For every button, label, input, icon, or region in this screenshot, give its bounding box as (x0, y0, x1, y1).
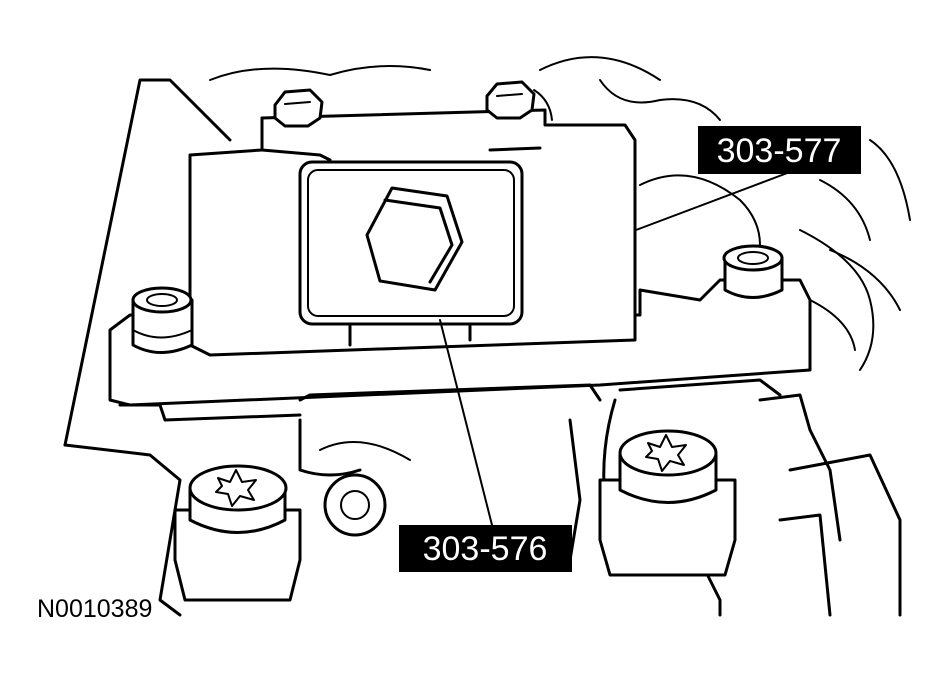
head-bolt-right (598, 429, 737, 577)
center-plug (323, 473, 387, 537)
callout-303-577: 303-577 (698, 126, 861, 174)
top-bolt-left (273, 88, 324, 128)
figure-id-label: N0010389 (37, 595, 152, 623)
rail-bolt-right (722, 244, 784, 299)
leader-lines (439, 171, 791, 526)
rail-bolt-left (131, 286, 194, 354)
alignment-block (298, 160, 524, 347)
callout-label: 303-576 (423, 530, 548, 568)
callout-303-576: 303-576 (399, 525, 572, 572)
top-bolt-right (485, 80, 553, 121)
callout-label: 303-577 (717, 132, 842, 170)
engine-block-outline (63, 56, 911, 617)
head-bolt-left (173, 464, 302, 602)
